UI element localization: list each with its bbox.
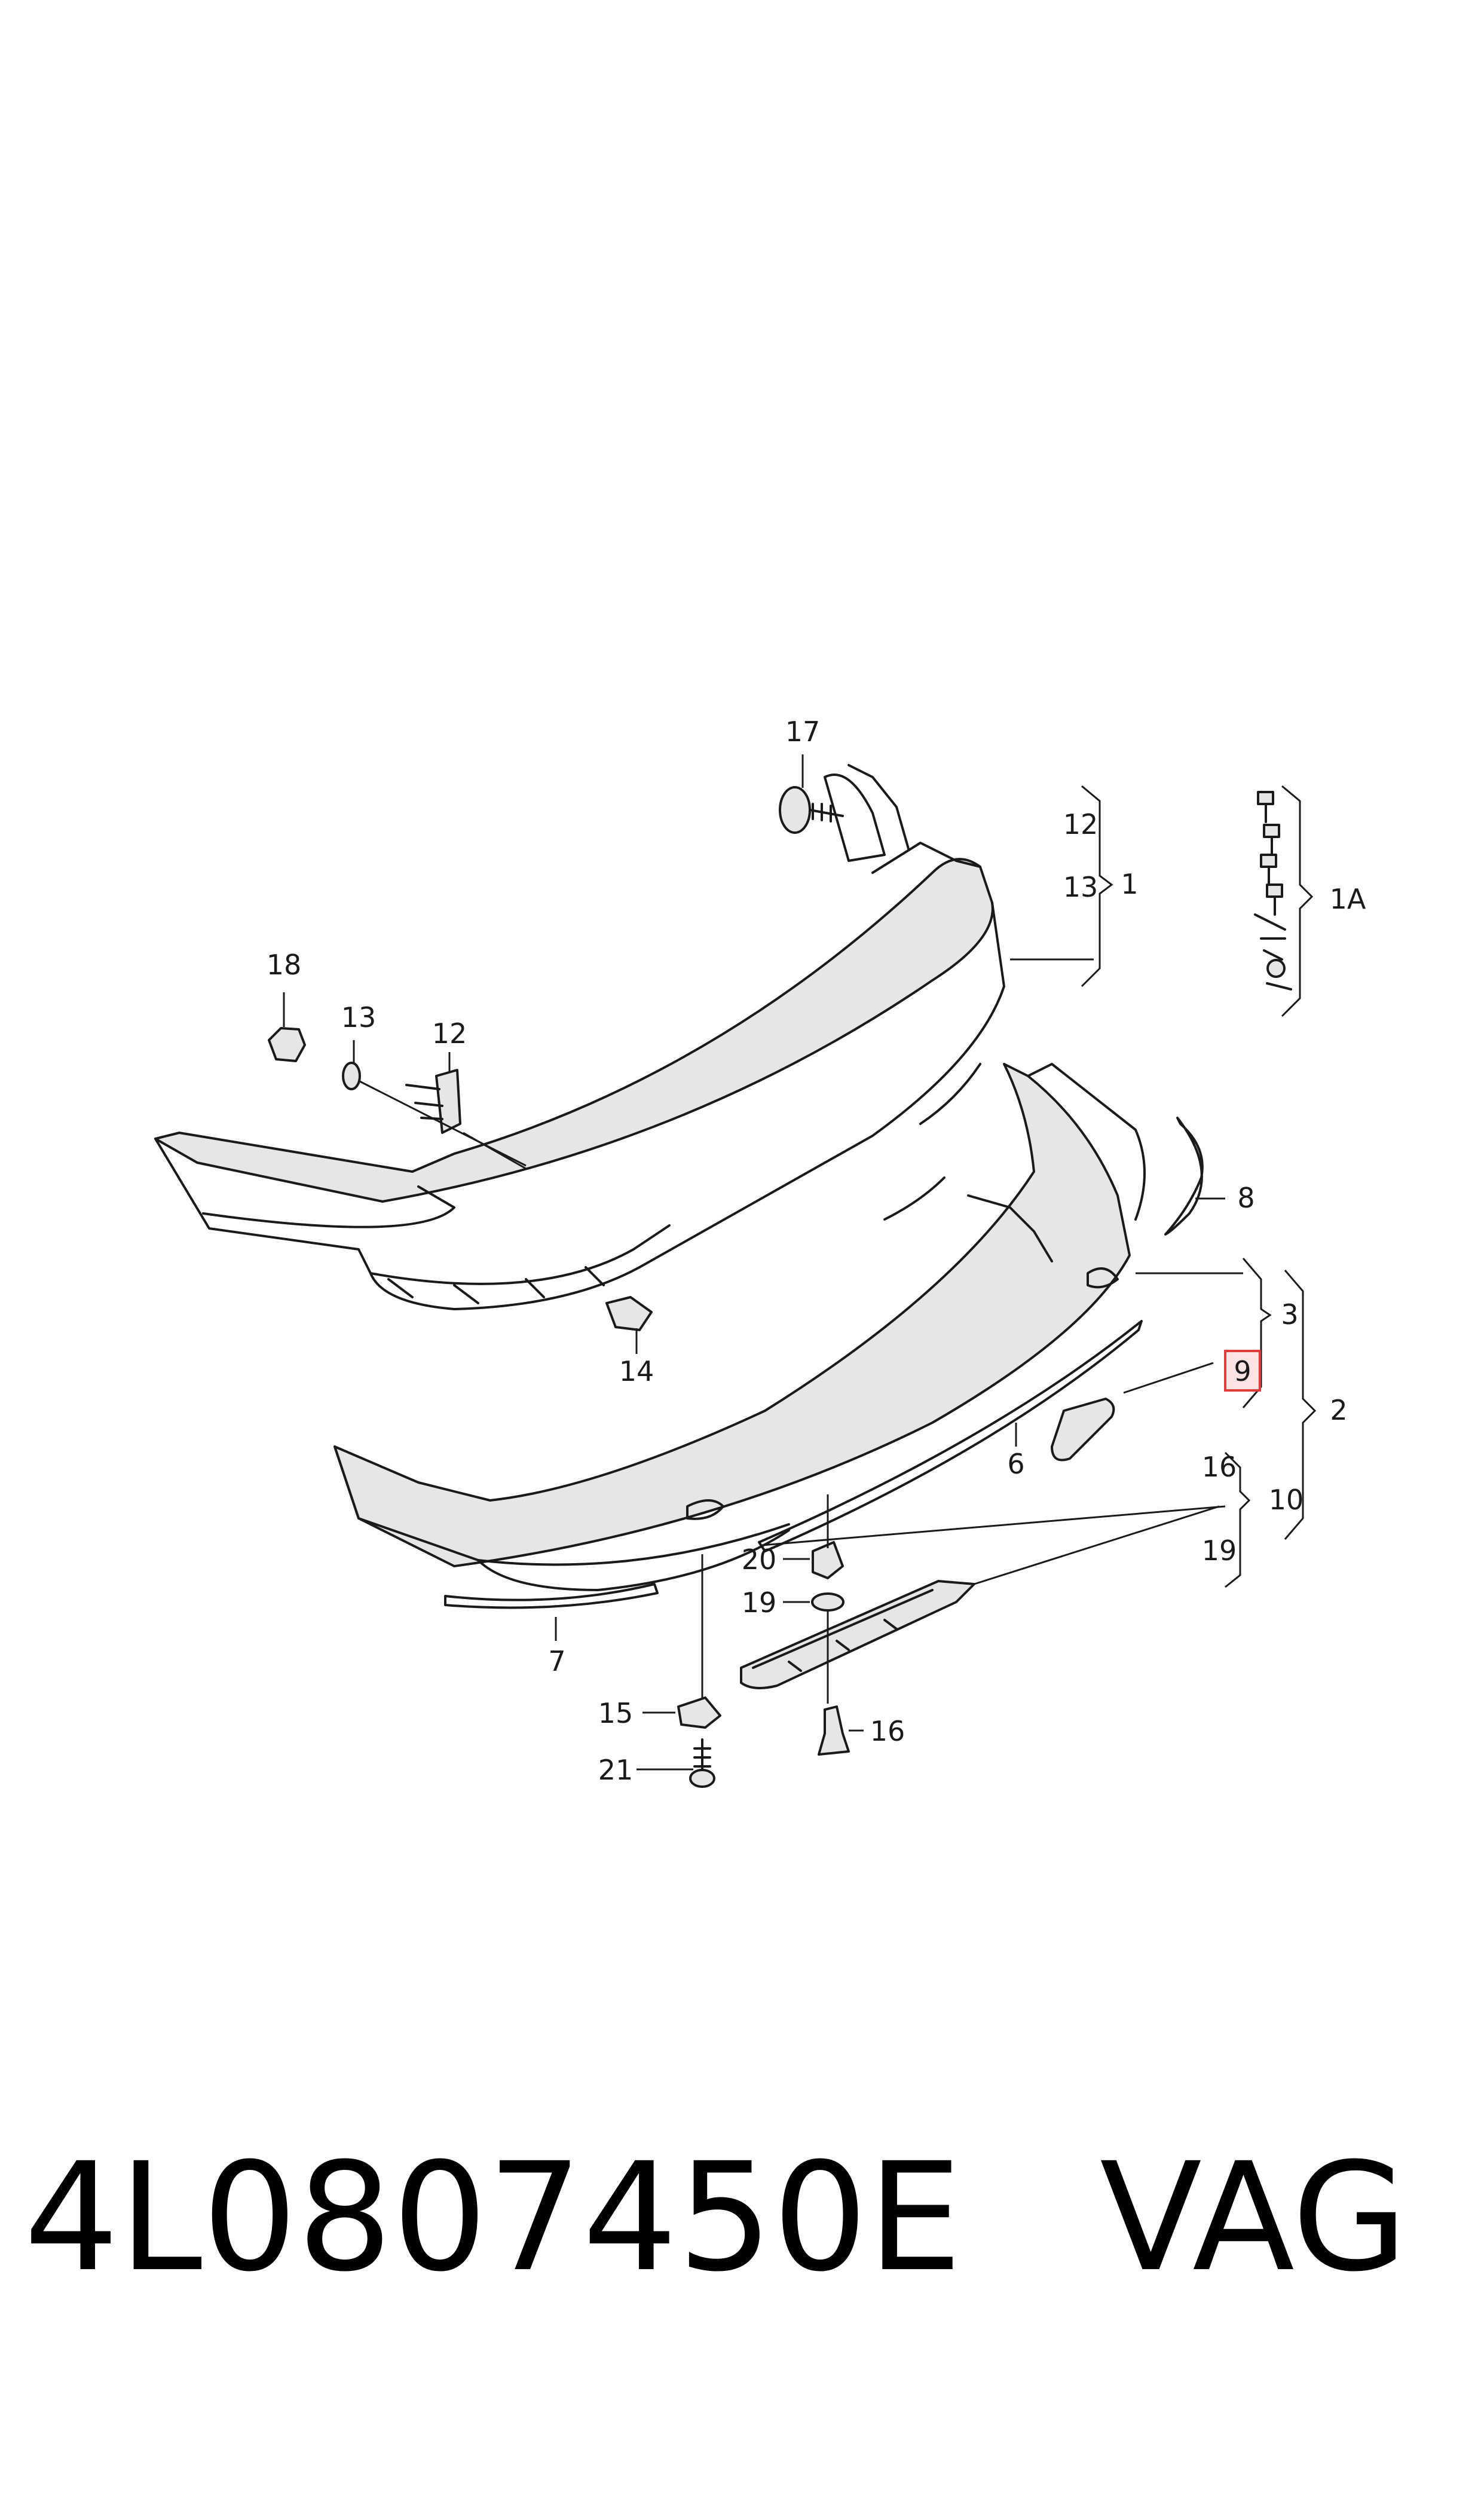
- trim-strip-6: [758, 1320, 1143, 1552]
- callout-20: 20: [742, 1543, 777, 1576]
- bumper-cover-upper: [154, 764, 1005, 1310]
- callout-14: 14: [619, 1355, 654, 1387]
- clip-15: [677, 1696, 721, 1729]
- clip-14: [605, 1296, 653, 1331]
- brand-name: VAG: [1100, 2130, 1408, 2304]
- bracket-12: [405, 1069, 461, 1134]
- diffuser-10: [740, 1580, 975, 1689]
- callout-9-highlight: [1224, 1350, 1261, 1392]
- trim-strip-7: [444, 1583, 659, 1609]
- bolt-17: [779, 786, 844, 834]
- callout-labels: 17 12 13 1 1A 18 13 12 14 8 3 9 2 6 16 1…: [267, 716, 1366, 1786]
- callout-2: 2: [1330, 1394, 1347, 1426]
- callout-16: 16: [870, 1715, 905, 1747]
- callout-6: 6: [1007, 1448, 1024, 1480]
- callout-10: 10: [1269, 1484, 1304, 1516]
- nut-18: [268, 1027, 306, 1062]
- screw-21: [689, 1738, 715, 1788]
- leader-lines: [283, 754, 1243, 1771]
- callout-3: 3: [1281, 1298, 1298, 1331]
- callout-12-top: 12: [1063, 808, 1099, 840]
- callout-15: 15: [598, 1697, 634, 1729]
- cap-9: [1051, 1398, 1115, 1462]
- part-number: 4L0807450E: [24, 2130, 962, 2304]
- grouping-braces: [1081, 785, 1317, 1588]
- callout-7: 7: [548, 1645, 565, 1677]
- callout-18: 18: [267, 949, 302, 981]
- callout-9: 9: [1234, 1355, 1251, 1387]
- callout-16-right: 16: [1202, 1451, 1237, 1483]
- bumper-cover-lower: [333, 1063, 1146, 1591]
- callout-1A: 1A: [1330, 883, 1366, 915]
- callout-8: 8: [1237, 1182, 1254, 1214]
- washer-19: [811, 1592, 844, 1612]
- callout-13: 13: [341, 1001, 377, 1034]
- plug-16: [818, 1705, 850, 1756]
- bracket-20: [812, 1541, 844, 1579]
- footer: 4L0807450E VAG: [24, 2128, 1458, 2307]
- callout-12: 12: [432, 1017, 467, 1050]
- trim-strip-8: [1164, 1117, 1204, 1236]
- callout-21: 21: [598, 1754, 634, 1786]
- callout-19-right: 19: [1202, 1534, 1237, 1567]
- callout-1: 1: [1121, 868, 1138, 900]
- callout-13-top: 13: [1063, 871, 1099, 903]
- washer-13: [342, 1062, 361, 1090]
- callout-17: 17: [785, 716, 821, 748]
- callout-19: 19: [742, 1586, 777, 1619]
- screws-1A: [1254, 791, 1292, 990]
